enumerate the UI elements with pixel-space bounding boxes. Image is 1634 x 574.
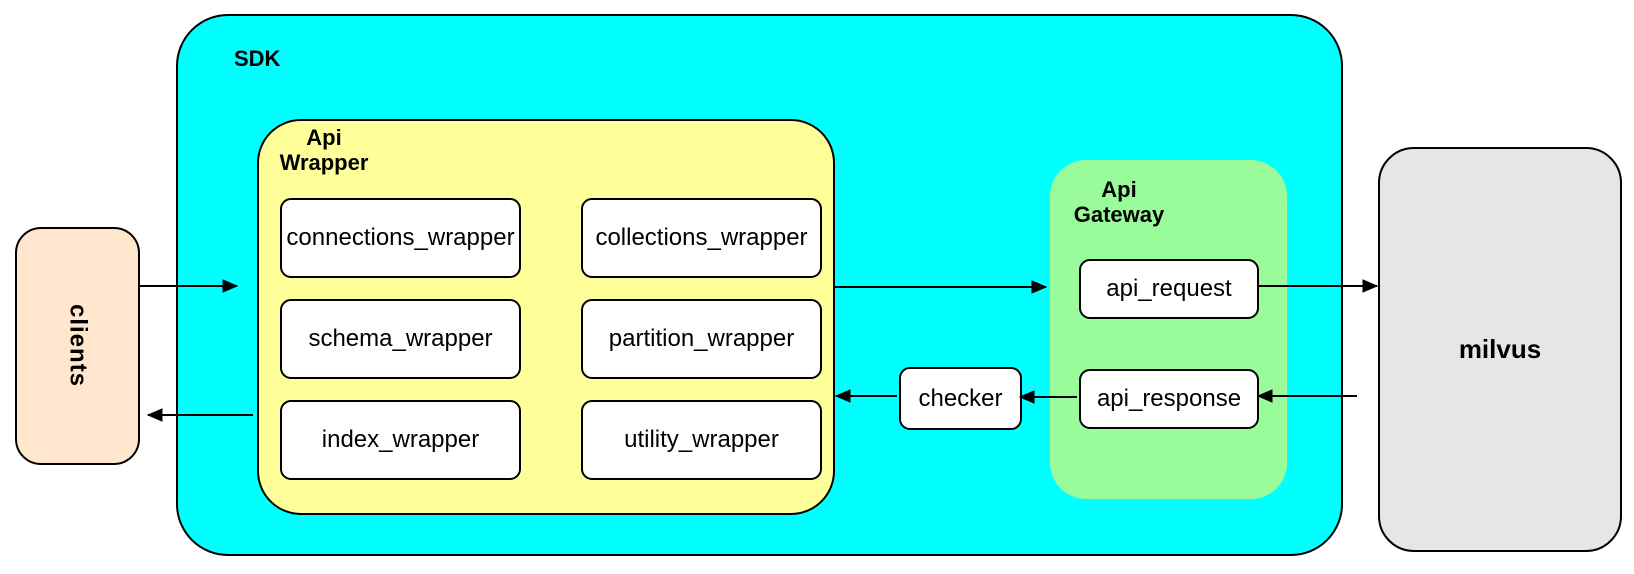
sdk-container: SDK Api Wrapper connections_wrapper coll…: [176, 14, 1343, 556]
sdk-label: SDK: [234, 46, 281, 71]
clients-node: clients: [15, 227, 140, 465]
api-wrapper-label: Api Wrapper: [263, 125, 385, 175]
index-wrapper-node: index_wrapper: [280, 400, 521, 480]
clients-label: clients: [64, 304, 92, 388]
partition-wrapper-node: partition_wrapper: [581, 299, 822, 379]
api-wrapper-label-line2: Wrapper: [279, 150, 369, 175]
connections-wrapper-node: connections_wrapper: [280, 198, 521, 278]
api-response-node: api_response: [1079, 369, 1259, 429]
api-wrapper-label-line1: Api: [306, 125, 342, 150]
utility-wrapper-node: utility_wrapper: [581, 400, 822, 480]
api-gateway-label-line2: Gateway: [1073, 202, 1165, 227]
api-gateway-container: Api Gateway api_request api_response: [1050, 160, 1287, 499]
api-gateway-label-line1: Api: [1101, 177, 1137, 202]
milvus-node: milvus: [1378, 147, 1622, 552]
checker-node: checker: [899, 367, 1022, 430]
api-wrapper-container: Api Wrapper connections_wrapper collecti…: [257, 119, 835, 515]
schema-wrapper-node: schema_wrapper: [280, 299, 521, 379]
collections-wrapper-node: collections_wrapper: [581, 198, 822, 278]
wrapper-box-grid: connections_wrapper collections_wrapper …: [280, 198, 822, 480]
api-request-node: api_request: [1079, 259, 1259, 319]
api-gateway-label: Api Gateway: [1059, 177, 1179, 227]
